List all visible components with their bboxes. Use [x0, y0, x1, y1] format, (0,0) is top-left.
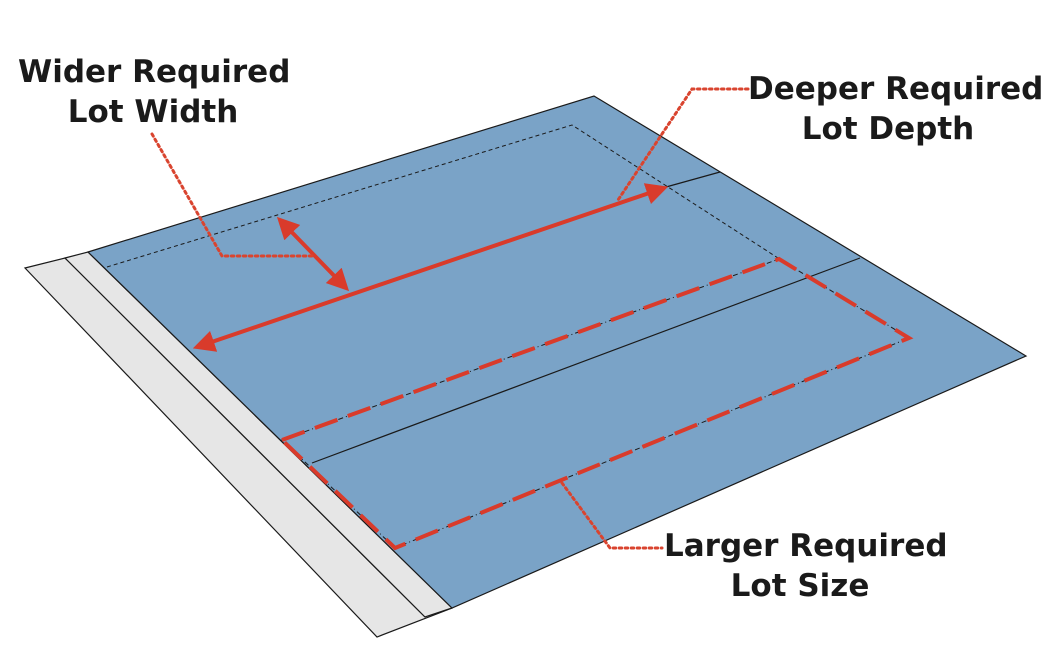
wider-lot-width-label-line1: Wider Required — [18, 54, 291, 90]
lot-line-lower — [311, 257, 861, 464]
larger-lot-size-label-line2: Lot Size — [730, 568, 870, 604]
width-callout-leader — [150, 132, 314, 258]
larger-lot-size-label-line1: Larger Required — [664, 528, 948, 564]
larger-lot-size-label: Larger Required Lot Size — [664, 526, 948, 606]
deeper-lot-depth-label-line1: Deeper Required — [748, 71, 1044, 107]
depth-callout-leader — [616, 87, 750, 202]
deeper-lot-depth-label-line2: Lot Depth — [801, 111, 975, 147]
lot-depth-arrow — [192, 183, 669, 352]
deeper-lot-depth-label: Deeper Required Lot Depth — [748, 69, 1044, 149]
lot-line-upper — [665, 171, 721, 188]
size-callout-leader — [560, 481, 664, 550]
wider-lot-width-label-line2: Lot Width — [67, 94, 239, 130]
wider-lot-width-label: Wider Required Lot Width — [18, 52, 291, 132]
lot-width-arrow — [276, 216, 350, 292]
